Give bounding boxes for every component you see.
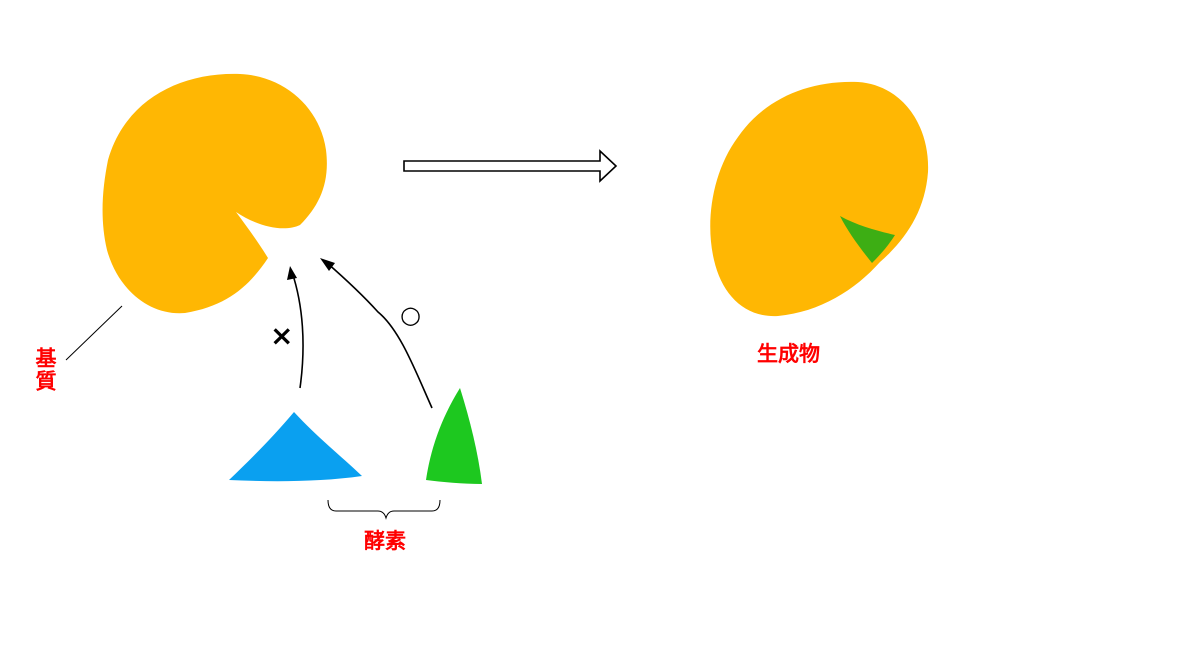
- substrate-shape: [102, 73, 327, 314]
- green-enzyme-arrow: [325, 261, 433, 409]
- substrate-leader-line: [65, 305, 123, 361]
- blue-enzyme-arrow-head: [287, 266, 297, 280]
- product-bound-enzyme-shape: [840, 216, 895, 263]
- match-mark: ○: [400, 301, 421, 329]
- enzyme-brace: [327, 499, 441, 520]
- no-match-mark: ×: [270, 319, 294, 352]
- blue-enzyme-shape: [229, 412, 362, 482]
- substrate-label: 基質: [33, 347, 57, 393]
- green-enzyme-shape: [426, 388, 482, 484]
- reaction-arrow-icon: [403, 149, 618, 183]
- product-substrate-shape: [710, 81, 929, 317]
- product-label: 生成物: [757, 342, 820, 366]
- green-enzyme-arrow-head: [320, 258, 335, 271]
- blue-enzyme-arrow: [291, 271, 304, 389]
- enzyme-label: 酵素: [364, 529, 406, 553]
